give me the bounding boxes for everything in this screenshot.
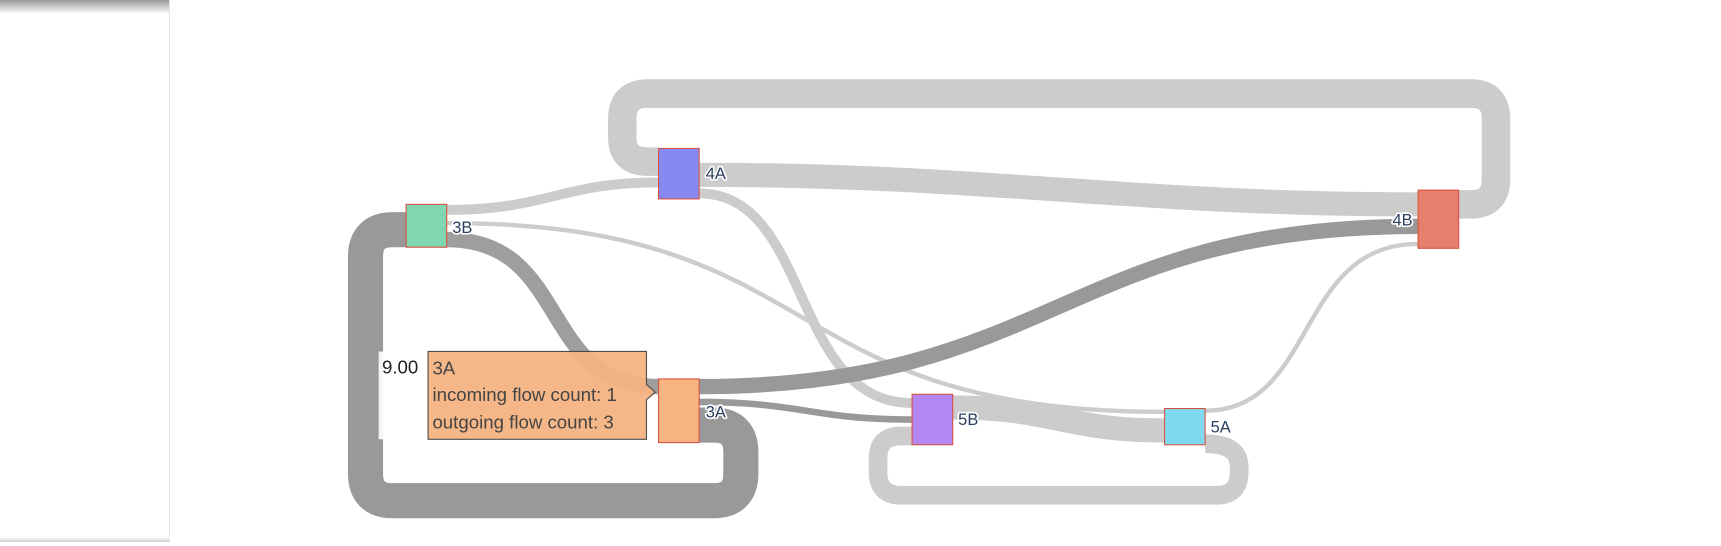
- link-5B-5A[interactable]: [952, 395, 1165, 443]
- link-3A-4B[interactable]: [699, 218, 1419, 395]
- link-3A-3B[interactable]: [347, 212, 759, 519]
- node-4A[interactable]: [657, 147, 700, 200]
- node-5A[interactable]: [1163, 408, 1206, 446]
- node-5B[interactable]: [911, 393, 954, 446]
- link-4A-5B[interactable]: [699, 188, 913, 409]
- side-panel: [0, 0, 170, 542]
- node-label-5B: 5B: [958, 411, 978, 429]
- link-5A-4B[interactable]: [1205, 241, 1419, 413]
- node-4B[interactable]: [1417, 189, 1460, 249]
- node-3B[interactable]: [405, 203, 448, 248]
- link-3A-5B[interactable]: [699, 398, 913, 423]
- link-4B-4A[interactable]: [608, 79, 1511, 219]
- node-label-3B: 3B: [452, 219, 472, 237]
- hover-title: 3A: [432, 358, 455, 379]
- node-3A[interactable]: [657, 378, 700, 444]
- node-label-3A: 3A: [706, 403, 726, 421]
- hover-tooltip: 9.00 3A incoming flow count: 1 outgoing …: [378, 350, 657, 440]
- link-5A-5B[interactable]: [868, 426, 1249, 505]
- hover-incoming: incoming flow count: 1: [432, 384, 616, 405]
- hover-outgoing: outgoing flow count: 3: [432, 411, 613, 432]
- hover-value: 9.00: [382, 356, 418, 377]
- node-label-4A: 4A: [706, 165, 726, 183]
- node-label-5A: 5A: [1211, 419, 1231, 437]
- link-3B-4A[interactable]: [446, 177, 659, 215]
- node-label-4B: 4B: [1392, 211, 1412, 229]
- link-4A-4B[interactable]: [699, 162, 1419, 217]
